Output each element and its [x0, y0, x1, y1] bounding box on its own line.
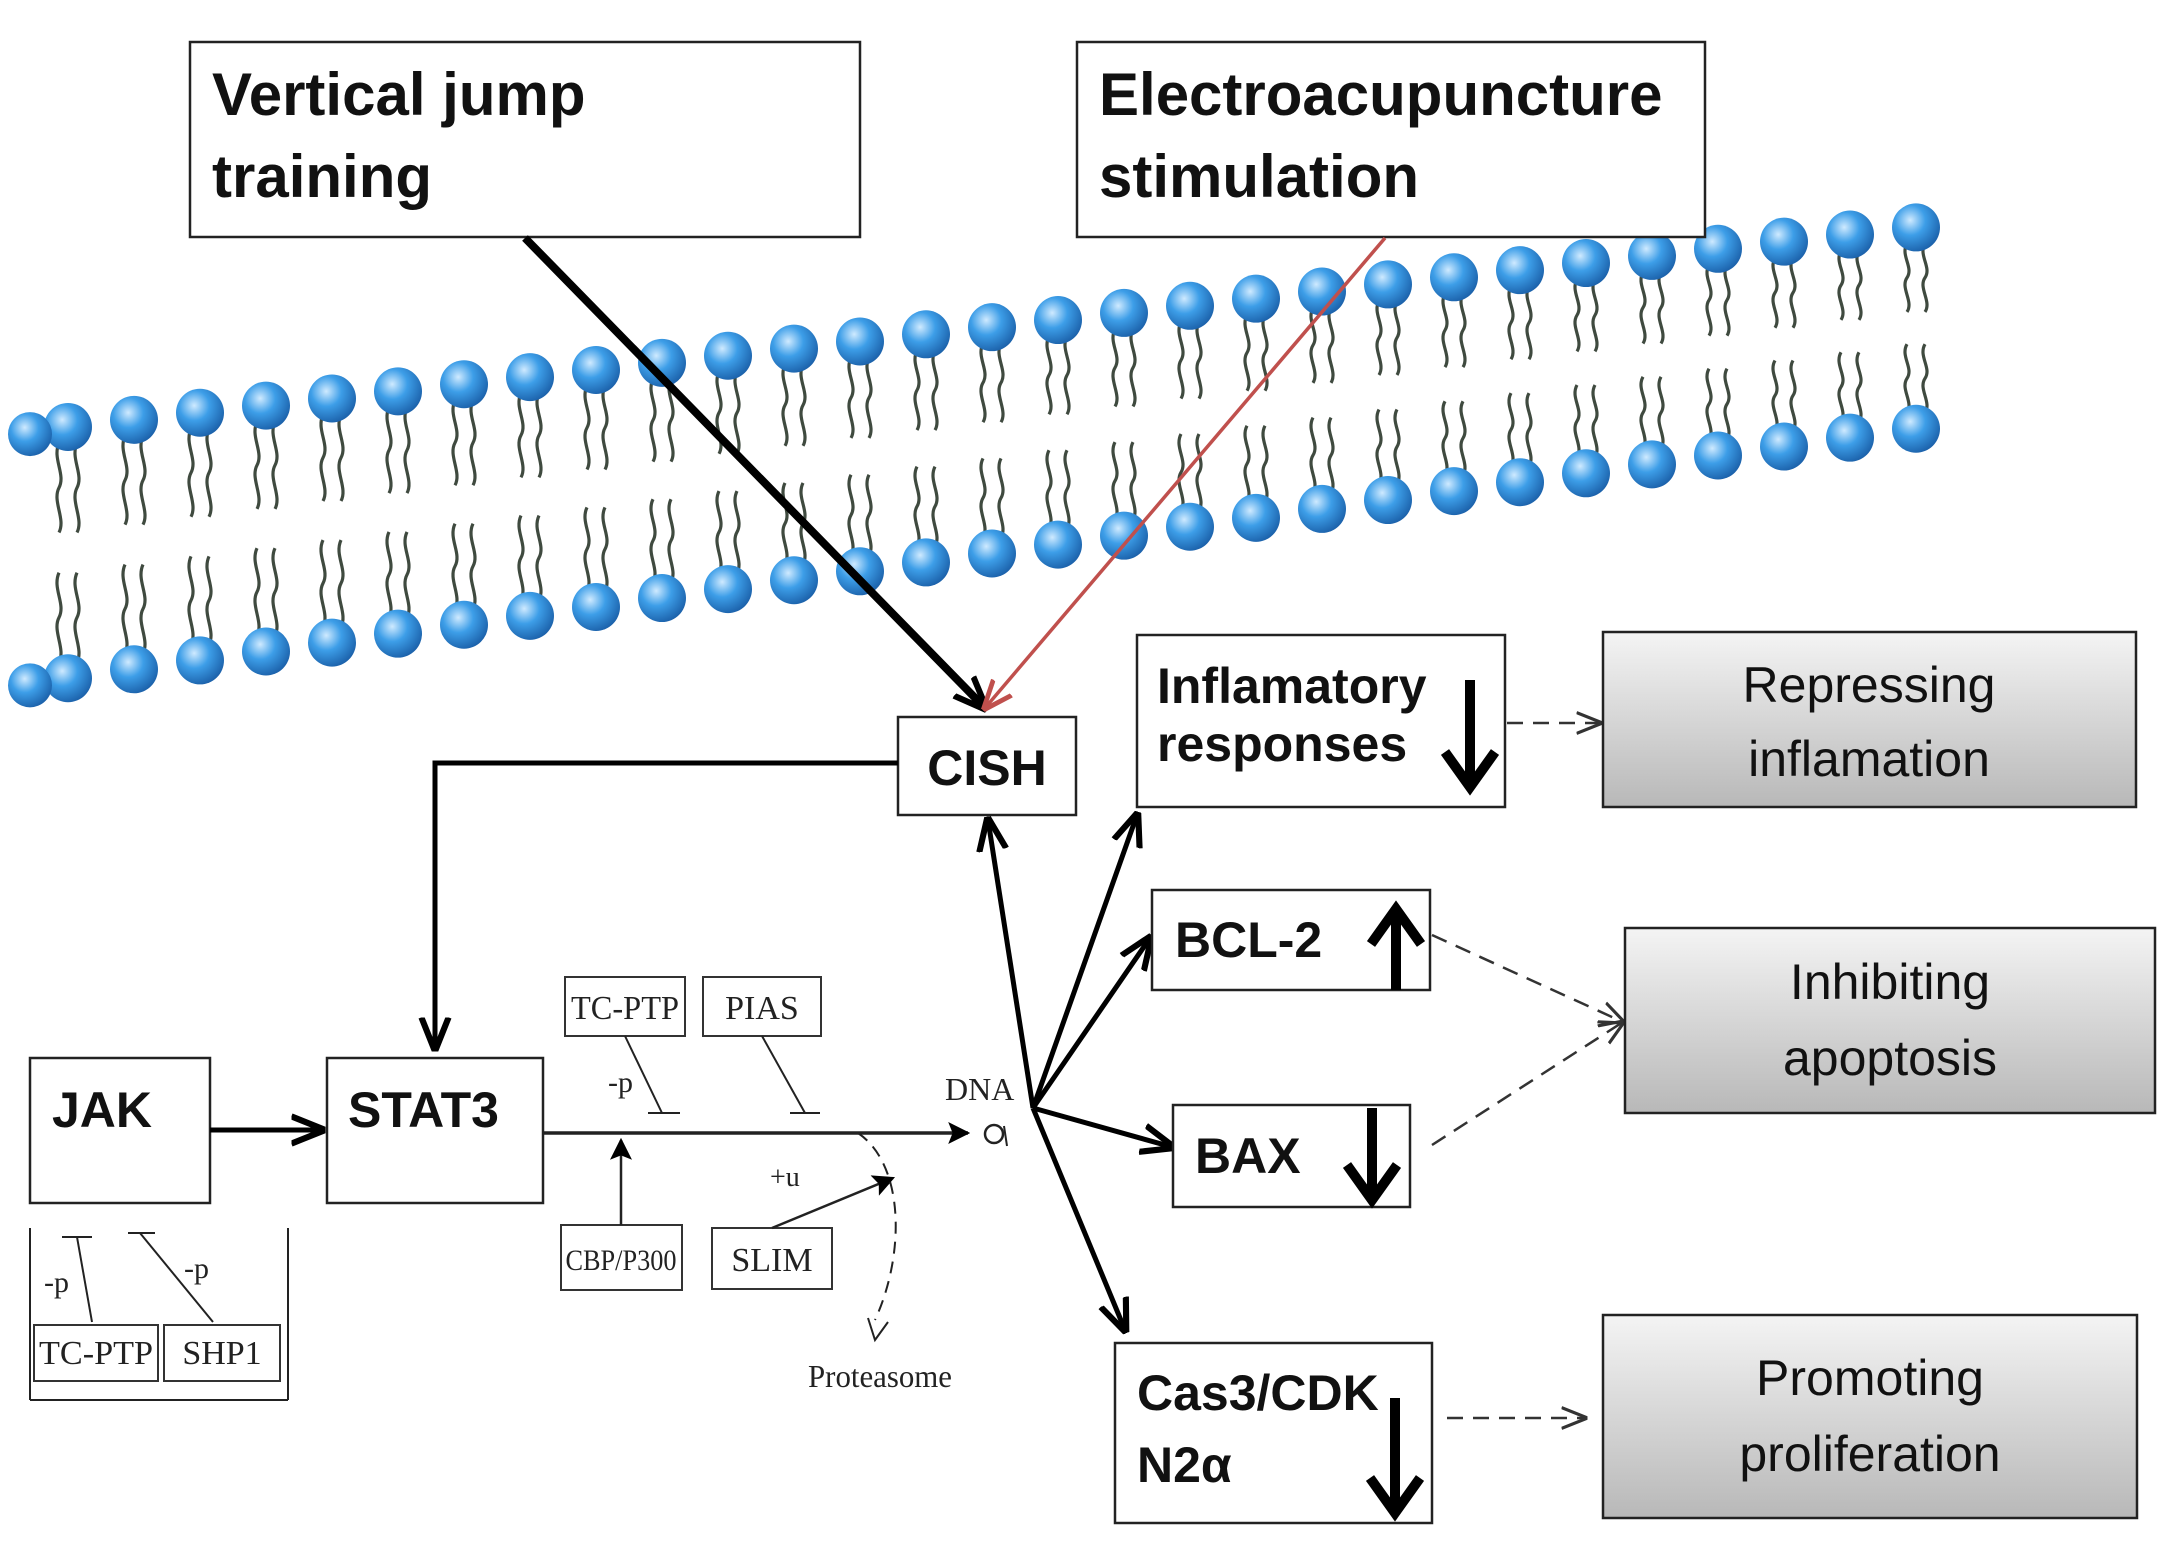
jak-dephospho-label-1: -p: [44, 1266, 69, 1299]
down-arrow-icon: [1440, 680, 1500, 796]
jak-dephospho-label-2: -p: [184, 1252, 209, 1285]
cish-label: CISH: [927, 740, 1046, 796]
stat3-box: STAT3: [325, 1056, 545, 1205]
bax-box: BAX: [1171, 1103, 1412, 1209]
downstream-arrows: [988, 815, 1172, 1330]
cbp-p300-label: CBP/P300: [566, 1244, 677, 1277]
exercise-to-cish-arrow: [522, 235, 985, 708]
down-arrow-icon: [1342, 1108, 1402, 1209]
slim-label: SLIM: [731, 1242, 812, 1279]
ubiquitination-label: +u: [770, 1162, 800, 1193]
pias-label: PIAS: [725, 990, 799, 1027]
tc-ptp-bottom-label: TC-PTP: [39, 1335, 153, 1372]
outcome-arrows: [1431, 723, 1623, 1418]
stat3-label: STAT3: [348, 1082, 499, 1138]
cish-to-stat3-arrow: [435, 760, 898, 1048]
bcl2-box: BCL-2: [1150, 888, 1432, 992]
dna-label: DNA: [945, 1071, 1014, 1107]
jak-label: JAK: [52, 1082, 152, 1138]
stat3-dephospho-label: -p: [608, 1066, 633, 1099]
jak-box: JAK: [28, 1056, 212, 1205]
up-arrow-icon: [1366, 900, 1426, 990]
down-arrow-icon: [1365, 1398, 1425, 1522]
cell-membrane-lipid-bilayer: [8, 203, 1940, 708]
jak-regulation-panel: -p -p TC-PTP SHP1: [29, 1228, 289, 1401]
tc-ptp-top-label: TC-PTP: [571, 990, 679, 1027]
proteasome-label: Proteasome: [808, 1358, 952, 1394]
bax-label: BAX: [1195, 1128, 1301, 1184]
bcl2-label: BCL-2: [1175, 912, 1322, 968]
stat3-regulation-panel: TC-PTP PIAS -p CBP/P300 SLIM +u Proteaso…: [543, 976, 1014, 1394]
shp1-label: SHP1: [182, 1335, 261, 1372]
cish-box: CISH: [896, 715, 1078, 817]
electroacupuncture-to-cish-arrow: [985, 236, 1387, 708]
